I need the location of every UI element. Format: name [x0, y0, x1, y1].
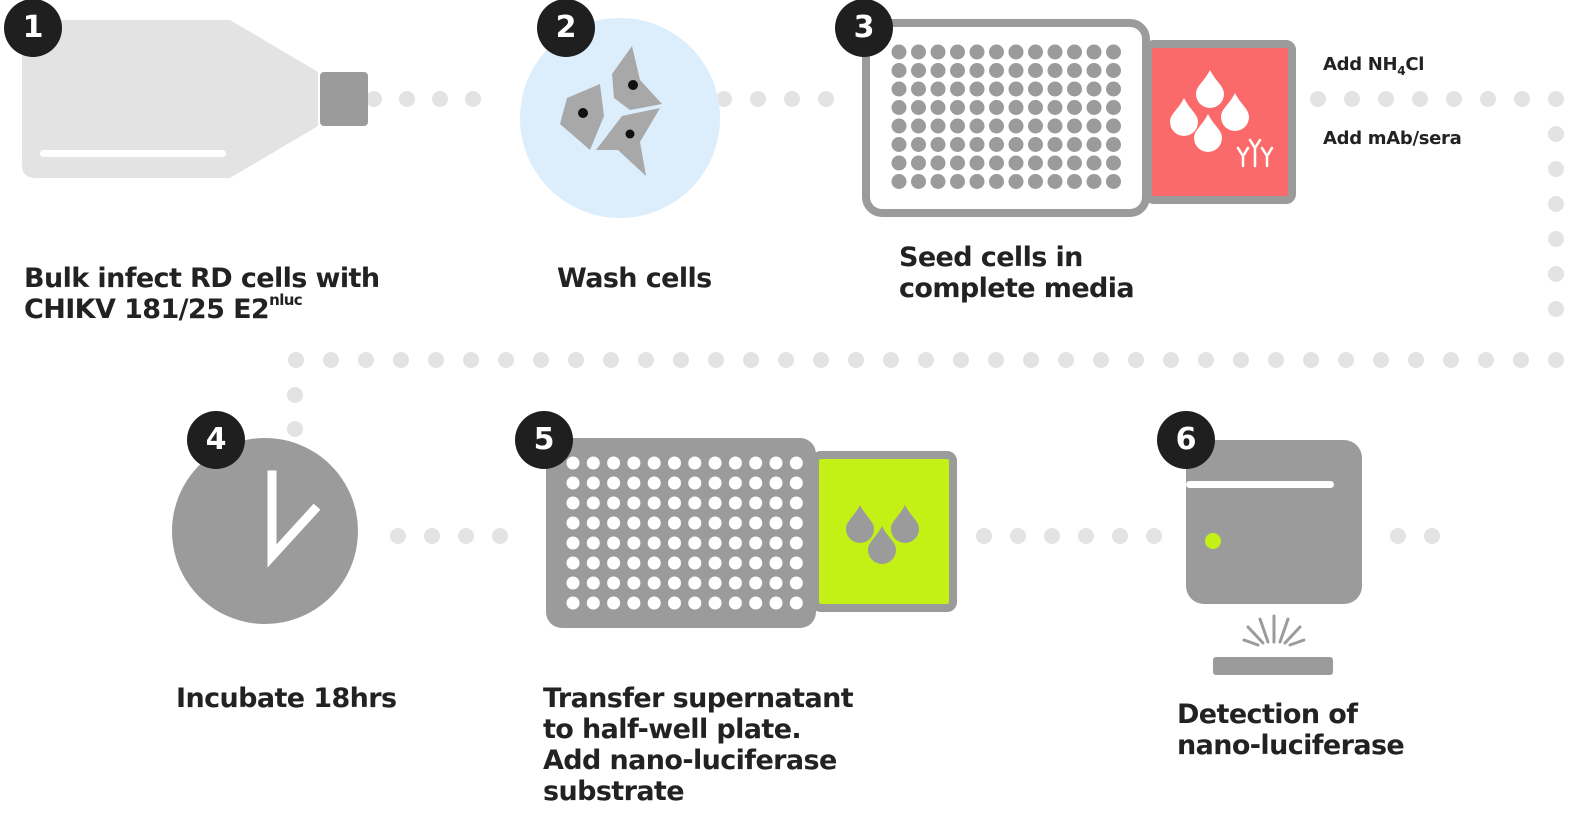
step-badge-6: 6 — [1157, 411, 1215, 469]
step-label-4: Incubate 18hrs — [176, 683, 397, 714]
step-label-1-line-2: CHIKV 181/25 E2nluc — [24, 291, 380, 326]
add-nh4cl-label: Add NH4Cl — [1323, 54, 1425, 78]
step-badge-1: 1 — [4, 0, 62, 57]
add-mab-label: Add mAb/sera — [1323, 128, 1462, 149]
dotted-connector — [287, 91, 1564, 544]
step-label-3-line-1: Seed cells in — [899, 242, 1083, 273]
step-label-5-line-2: to half-well plate. — [543, 714, 802, 745]
step-label-5-line-1: Transfer supernatant — [543, 683, 854, 714]
clock-icon — [172, 438, 358, 624]
step-badge-3: 3 — [835, 0, 893, 57]
add-nh4cl-suffix: Cl — [1405, 54, 1425, 75]
step-label-1: Bulk infect RD cells with CHIKV 181/25 E… — [24, 263, 380, 325]
cells-icon — [520, 18, 720, 218]
step-label-1-line-1: Bulk infect RD cells with — [24, 263, 380, 294]
step-label-1-superscript: nluc — [269, 291, 303, 309]
step-badge-2: 2 — [537, 0, 595, 57]
step-label-3-line-2: complete media — [899, 273, 1135, 304]
step-label-5: Transfer supernatant to half-well plate.… — [543, 683, 854, 807]
step-badge-4: 4 — [187, 411, 245, 469]
flask-icon — [22, 20, 368, 178]
step-label-2-line-1: Wash cells — [557, 263, 712, 294]
step-label-4-line-1: Incubate 18hrs — [176, 683, 397, 714]
step-label-5-line-3: Add nano-luciferase — [543, 745, 837, 776]
add-nh4cl-subscript: 4 — [1397, 64, 1406, 78]
step-label-1-line-2-text: CHIKV 181/25 E2 — [24, 294, 270, 325]
step-label-6-line-2: nano-luciferase — [1177, 730, 1405, 761]
well-plate-icon — [862, 19, 1150, 217]
step-label-6: Detection of nano-luciferase — [1177, 699, 1405, 761]
substrate-drops-icon — [811, 451, 957, 612]
step-label-3: Seed cells in complete media — [899, 242, 1135, 304]
step-label-5-line-4: substrate — [543, 776, 685, 807]
step-badge-5: 5 — [515, 411, 573, 469]
step-label-6-line-1: Detection of — [1177, 699, 1358, 730]
drops-antibody-icon — [1144, 40, 1296, 204]
add-nh4cl-prefix: Add NH — [1323, 54, 1398, 75]
step-label-2: Wash cells — [557, 263, 712, 294]
half-well-plate-icon — [546, 438, 816, 628]
luminometer-icon — [1186, 440, 1362, 675]
